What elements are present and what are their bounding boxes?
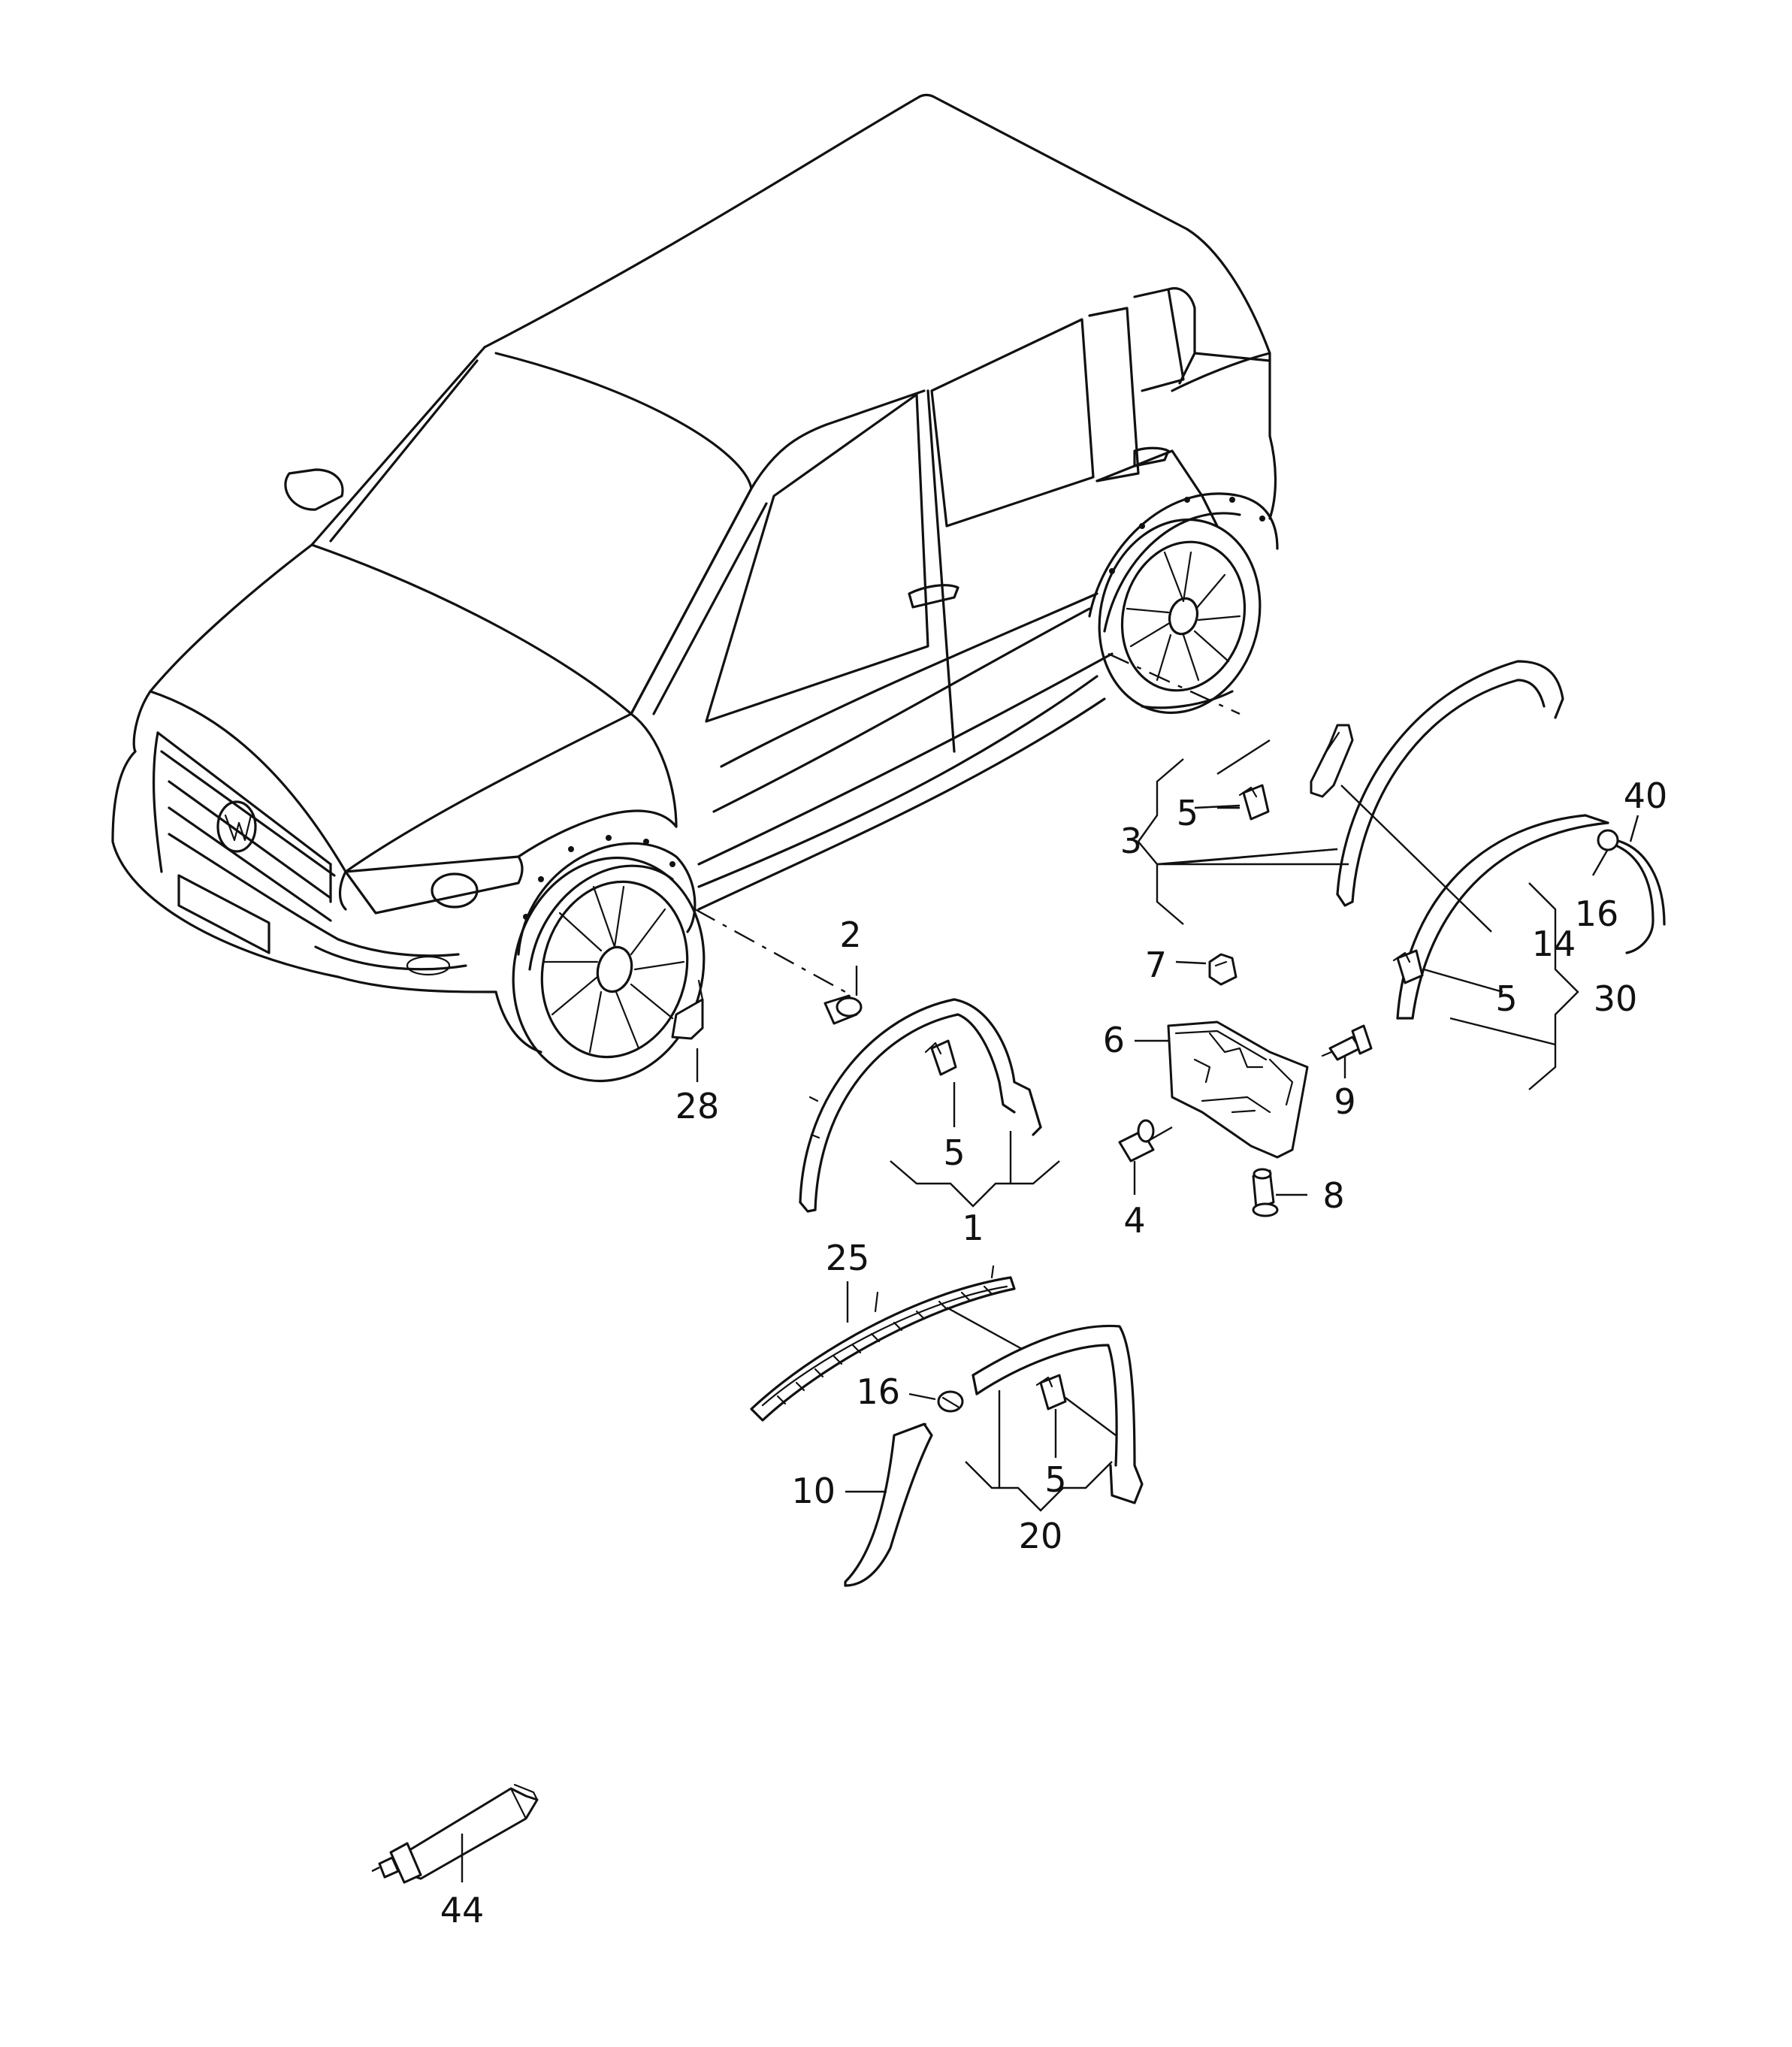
adhesive-tube-part-44 [371,1783,539,1884]
wheel-arch-trim-part-1 [799,998,1042,1213]
label-20: 20 [1019,1516,1063,1556]
screw-part-9 [1321,1024,1373,1061]
trim-strip-part-10 [844,1423,933,1587]
label-6: 6 [1103,1020,1125,1060]
label-4: 4 [1123,1200,1145,1241]
trim-strip-part-40 [1597,829,1666,954]
clip-part-2 [823,966,863,1025]
label-28: 28 [675,1086,720,1126]
nut-part-8 [1252,1168,1279,1217]
label-5-upper: 5 [1177,793,1198,833]
label-30: 30 [1594,978,1638,1019]
label-25: 25 [826,1238,870,1278]
bracket-part-14 [1310,724,1354,798]
label-2: 2 [839,915,861,955]
label-40: 40 [1624,776,1668,816]
clip-part-16 [937,1390,964,1413]
label-16-lower: 16 [856,1371,900,1412]
label-7: 7 [1145,945,1167,985]
bracket-part-28 [671,979,704,1082]
label-14: 14 [1532,924,1576,964]
leader-lines [461,739,1639,1882]
label-8: 8 [1322,1175,1344,1216]
label-1: 1 [962,1208,984,1248]
label-3: 3 [1120,821,1142,861]
clip-group-3 [1238,784,1270,821]
trim-part-20 [972,1324,1144,1504]
clip-part-7 [1208,953,1237,986]
label-16-upper: 16 [1575,893,1619,934]
trim-strip-part-25 [750,1265,1016,1422]
vehicle-illustration [111,93,1279,1083]
callout-labels: 2 3 5 14 16 40 5 30 7 6 9 4 8 28 5 1 25 … [440,776,1668,1931]
mud-flap-part-6 [1167,1020,1309,1159]
rear-wheel-arch-part-30 [1336,660,1609,1020]
label-5-arch: 5 [943,1132,965,1173]
label-44: 44 [440,1890,485,1931]
label-5-lower: 5 [1044,1459,1066,1500]
label-5-right: 5 [1495,978,1517,1019]
label-9: 9 [1334,1081,1355,1122]
rivet-part-4 [1118,1119,1173,1163]
label-10: 10 [791,1471,836,1511]
